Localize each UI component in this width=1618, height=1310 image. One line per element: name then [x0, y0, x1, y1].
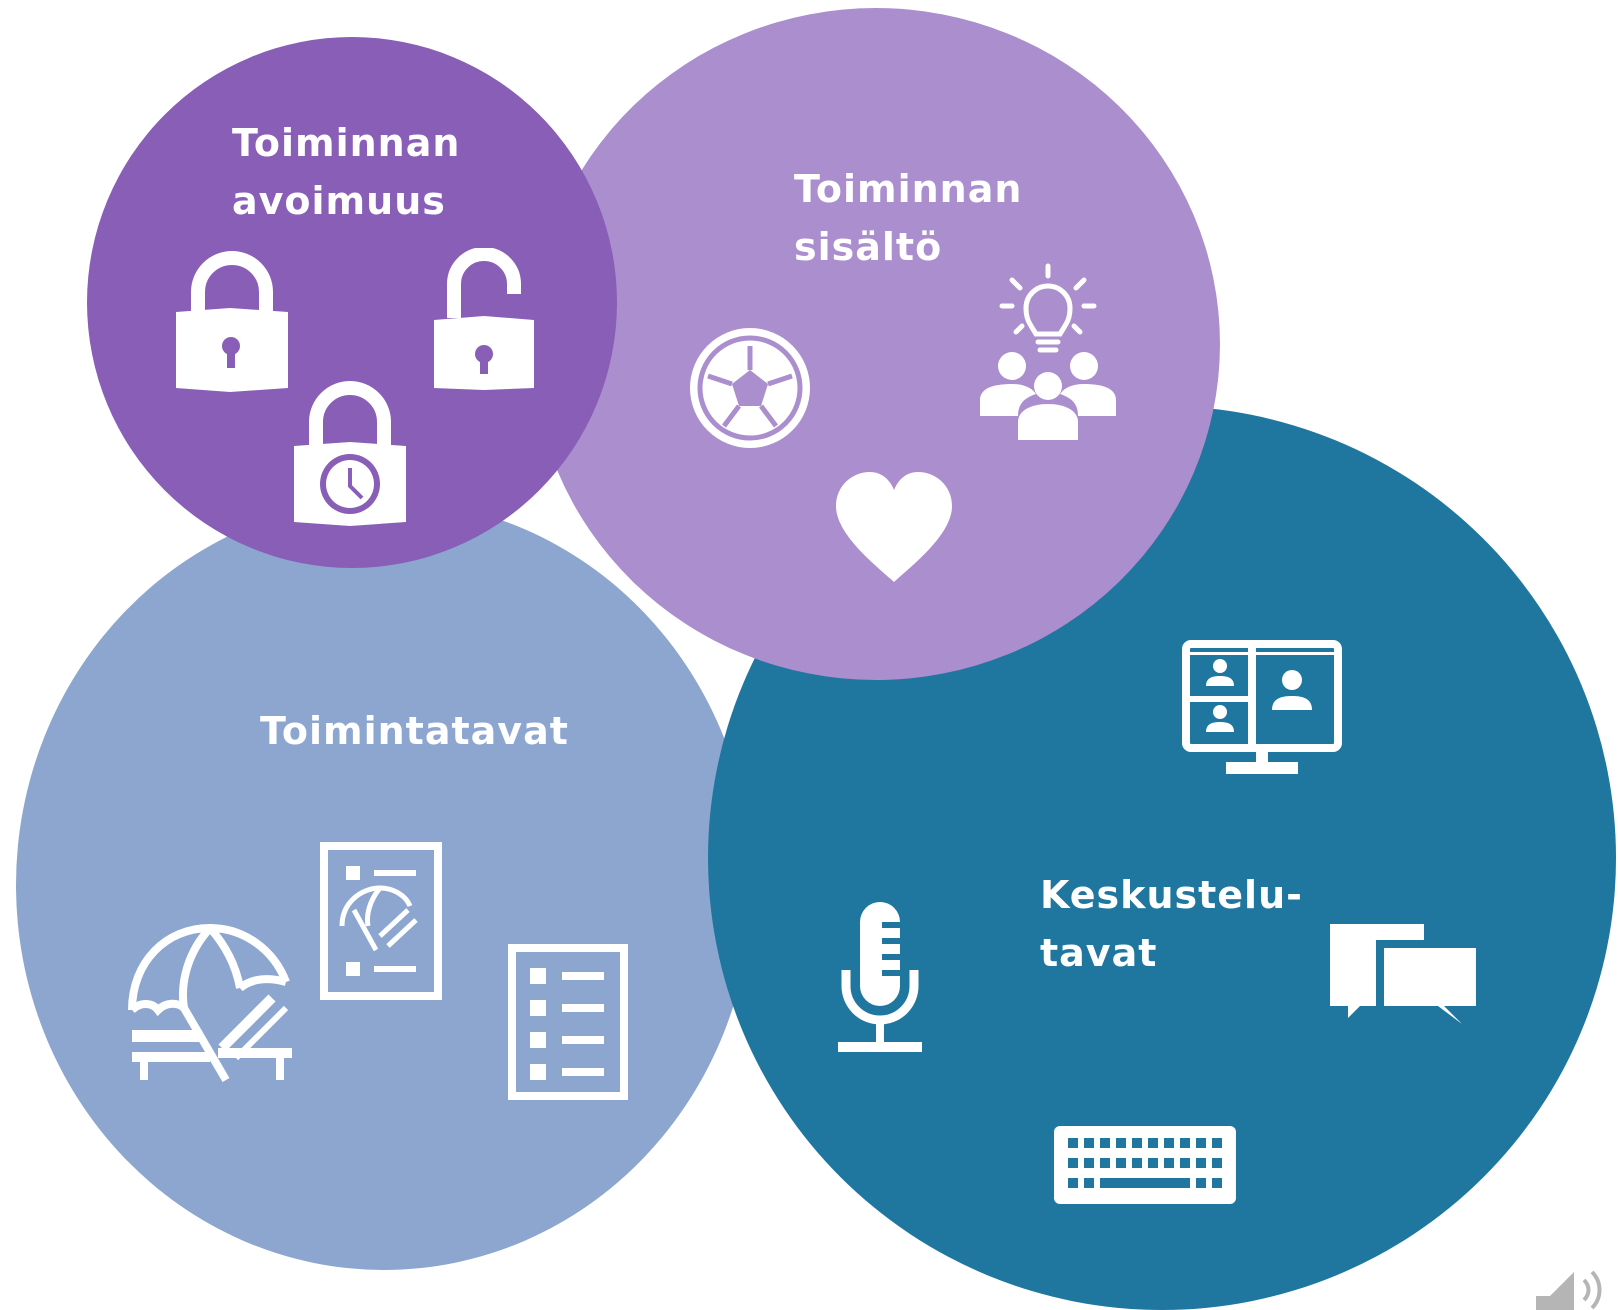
label-toiminnan-sisalto: Toiminnan sisältö	[794, 167, 1023, 269]
checklist-icon	[506, 942, 630, 1102]
beach-icon	[126, 922, 296, 1082]
soccer-ball-icon	[688, 326, 812, 450]
speaker-icon[interactable]	[1536, 1268, 1616, 1310]
label-toiminnan-avoimuus: Toiminnan avoimuus	[232, 121, 461, 223]
keyboard-icon	[1054, 1126, 1236, 1204]
lock-open-icon	[434, 248, 536, 394]
video-call-icon	[1182, 640, 1342, 776]
beach-checklist-icon	[318, 840, 444, 1002]
heart-icon	[834, 470, 954, 584]
label-toimintatavat: Toimintatavat	[260, 709, 569, 753]
circle-toiminnan-sisalto	[532, 8, 1220, 680]
chat-icon	[1326, 920, 1488, 1034]
lock-icon	[176, 248, 288, 394]
label-keskustelutavat: Keskustelu- tavat	[1040, 873, 1303, 975]
microphone-icon	[838, 902, 924, 1054]
idea-team-icon	[976, 262, 1120, 442]
circle-toimintatavat	[16, 500, 752, 1270]
time-lock-icon	[294, 380, 406, 528]
